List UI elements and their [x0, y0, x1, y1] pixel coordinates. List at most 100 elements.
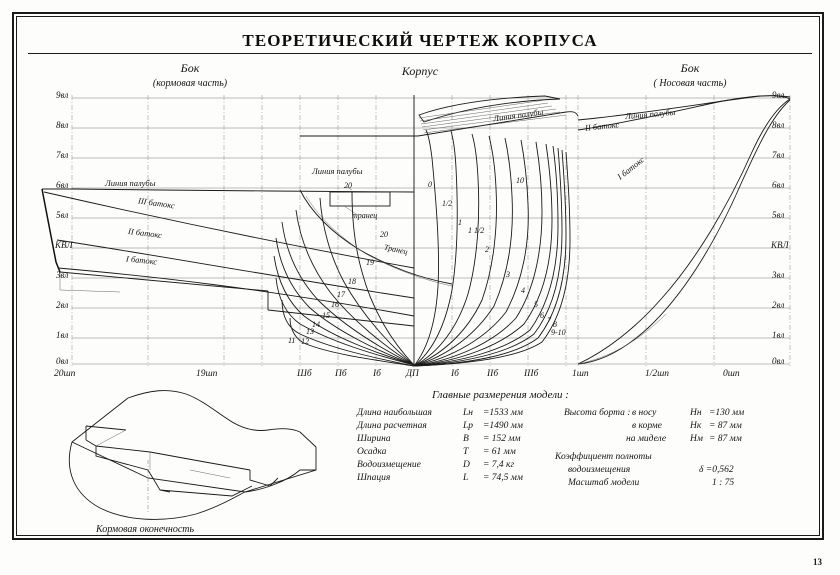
- waterline-label-right-7: 7вл: [772, 150, 785, 160]
- body-plan-deck-line-label: Линия палубы: [312, 166, 363, 176]
- sheer-hatch-band: [418, 95, 567, 134]
- body-station-16: 16: [331, 300, 339, 309]
- waterline-label-left-kvl: КВЛ: [55, 240, 73, 250]
- waterline-label-right-3: 3вл: [772, 270, 785, 280]
- spec-name-beam: Ширина: [357, 434, 391, 444]
- station-label-20shp: 20шп: [54, 369, 76, 379]
- station-label-19shp: 19шп: [196, 369, 218, 379]
- spec-symbol-displacement: D: [463, 460, 470, 470]
- body-station-18: 18: [348, 277, 356, 286]
- page-frame-inner: [16, 16, 820, 536]
- spec-value-beam: = 152 мм: [483, 434, 521, 444]
- stern-perspective-view: [68, 390, 317, 520]
- stern-panel-subtitle: (кормовая часть): [152, 78, 228, 90]
- waterline-label-right-0: 0вл: [772, 356, 785, 366]
- waterline-label-left-8: 8вл: [56, 120, 69, 130]
- waterline-label-right-9: 9вл: [772, 90, 785, 100]
- body-plan-title: Корпус: [401, 64, 439, 78]
- body-station-half: 1/2: [442, 199, 453, 208]
- waterline-grid: [72, 97, 790, 365]
- spec-freeboard-midship-name: на миделе: [626, 434, 667, 444]
- body-station-12: 12: [301, 337, 309, 346]
- page-frame-outer: [12, 12, 824, 540]
- body-station-7: 7: [547, 316, 551, 325]
- body-station-10-top: 10: [516, 176, 524, 185]
- spec-freeboard-midship-value: = 87 мм: [709, 434, 742, 444]
- spec-scale-label: Масштаб модели: [568, 478, 640, 488]
- station-label-0shp: 0шп: [723, 369, 740, 379]
- bow-panel-title: Бок: [680, 61, 700, 75]
- spec-value-frame-spacing: = 74,5 мм: [483, 473, 523, 483]
- stern-panel-title: Бок: [180, 61, 200, 75]
- waterline-label-right-kvl: КВЛ: [771, 240, 789, 250]
- waterline-label-right-2: 2вл: [772, 300, 785, 310]
- waterline-label-left-0: 0вл: [56, 356, 69, 366]
- station-label-1shp: 1шп: [572, 369, 589, 379]
- station-label-buttock-1-left: Iб: [373, 369, 381, 379]
- body-station-13: 13: [306, 327, 314, 336]
- spec-symbol-draft: T: [463, 447, 469, 457]
- stern-view-caption: Кормовая оконечность: [96, 524, 195, 535]
- transom-top-word: транец: [352, 211, 378, 220]
- bow-profile-lines: [577, 95, 791, 365]
- waterline-label-right-5: 5вл: [772, 210, 785, 220]
- waterline-label-left-6: 6вл: [56, 180, 69, 190]
- body-station-0: 0: [428, 180, 432, 189]
- spec-name-frame-spacing: Шпация: [357, 473, 391, 483]
- station-label-half-shp: 1/2шп: [645, 369, 670, 379]
- body-station-17: 17: [337, 290, 345, 299]
- spec-symbol-length-max: Lн: [463, 408, 473, 418]
- stern-profile-lines: [41, 188, 415, 327]
- spec-freeboard-bow-symbol: Hн: [690, 408, 702, 418]
- spec-freeboard-stern-value: = 87 мм: [709, 421, 742, 431]
- title-divider: [28, 53, 812, 54]
- page-title: ТЕОРЕТИЧЕСКИЙ ЧЕРТЕЖ КОРПУСА: [242, 31, 598, 50]
- spec-coefficient-line-2: водоизмещения: [568, 465, 631, 475]
- stern-deck-line-label: Линия палубы: [105, 178, 156, 188]
- page-number: 13: [813, 557, 822, 567]
- body-station-8: 8: [553, 320, 557, 329]
- bow-panel-heading: Бок ( Носовая часть): [610, 60, 770, 92]
- spec-name-displacement: Водоизмещение: [357, 460, 421, 470]
- bow-station-grid: [577, 95, 791, 366]
- stern-panel-heading: Бок (кормовая часть): [110, 60, 270, 92]
- spec-name-length-calc: Длина расчетная: [357, 421, 427, 431]
- body-station-3: 3: [506, 270, 510, 279]
- spec-symbol-beam: B: [463, 434, 469, 444]
- spec-freeboard-bow-name: в носу: [632, 408, 657, 418]
- body-plan-heading: Корпус: [340, 63, 500, 80]
- station-label-buttock-2-right: IIб: [487, 369, 499, 379]
- waterline-label-left-9: 9вл: [56, 90, 69, 100]
- spec-freeboard-label: Высота борта :: [564, 408, 631, 418]
- body-station-2: 2: [485, 245, 489, 254]
- waterline-label-left-2: 2вл: [56, 300, 69, 310]
- station-label-buttock-2-left: Пб: [335, 369, 347, 379]
- body-plan-grid: [413, 95, 567, 366]
- body-station-9-10: 9-10: [551, 328, 566, 337]
- spec-coefficient-line-1: Коэффициент полноты: [555, 452, 652, 462]
- waterline-label-right-1: 1вл: [772, 330, 785, 340]
- waterline-label-right-8: 8вл: [772, 120, 785, 130]
- station-label-buttock-1-right: Iб: [451, 369, 459, 379]
- station-label-dp: ДП: [406, 369, 419, 379]
- spec-name-draft: Осадка: [357, 447, 387, 457]
- body-plan-sections: [273, 95, 579, 367]
- body-station-19: 19: [366, 258, 374, 267]
- spec-scale-value: 1 : 75: [712, 478, 735, 488]
- station-label-buttock-3-left: Шб: [297, 369, 312, 379]
- spec-value-draft: = 61 мм: [483, 447, 516, 457]
- body-station-4: 4: [521, 286, 525, 295]
- station-label-buttock-3-right: IIIб: [524, 369, 539, 379]
- waterline-label-left-1: 1вл: [56, 330, 69, 340]
- spec-coefficient-value: δ =0,562: [699, 465, 734, 475]
- transom-top-number: 20: [344, 181, 352, 190]
- body-station-15: 15: [322, 311, 330, 320]
- body-station-5: 5: [534, 300, 538, 309]
- spec-freeboard-bow-value: =130 мм: [709, 408, 745, 418]
- spec-symbol-frame-spacing: L: [463, 473, 469, 483]
- waterline-label-left-7: 7вл: [56, 150, 69, 160]
- bow-panel-subtitle: ( Носовая часть): [653, 78, 727, 90]
- body-station-11: 11: [288, 336, 296, 345]
- transom-number: 20: [380, 230, 388, 239]
